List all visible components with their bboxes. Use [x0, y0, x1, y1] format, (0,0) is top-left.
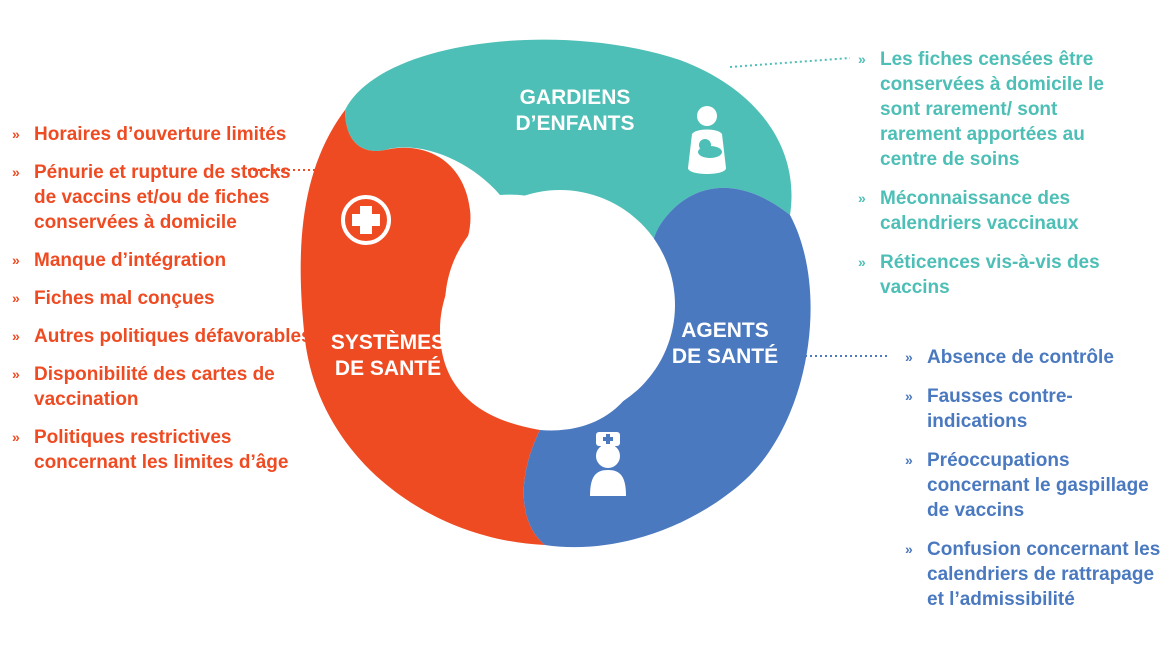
- center-hole: [445, 190, 675, 420]
- list-item: »Fiches mal conçues: [12, 288, 215, 309]
- list-item: »Absence de contrôle: [905, 347, 1114, 368]
- list-item: »Réticences vis-à-vis des vaccins: [858, 252, 1100, 298]
- list-systemes-de-sante: »Horaires d’ouverture limités »Pénurie e…: [12, 122, 312, 488]
- nurse-icon: [590, 432, 626, 496]
- connector-teal: [729, 57, 851, 68]
- label-agents: AGENTS DE SANTÉ: [671, 319, 779, 368]
- list-item: »Horaires d’ouverture limités: [12, 124, 287, 145]
- list-item: »Pénurie et rupture de stocks de vaccins…: [12, 162, 291, 233]
- segment-agents: [523, 187, 811, 548]
- list-item: »Confusion concernant les calendriers de…: [905, 539, 1161, 610]
- label-systemes: SYSTÈMES DE SANTÉ: [330, 331, 446, 380]
- label-gardiens: GARDIENS D’ENFANTS: [515, 86, 635, 135]
- list-item: »Politiques restrictives concernant les …: [12, 427, 289, 473]
- list-item: »Autres politiques défavorables: [12, 326, 312, 347]
- parent-with-child-icon: [688, 106, 726, 174]
- list-item: »Disponibilité des cartes de vaccination: [12, 364, 275, 410]
- list-item: »Préoccupations concernant le gaspillage…: [905, 450, 1149, 521]
- medical-cross-icon: [341, 195, 391, 245]
- list-item: »Méconnaissance des calendriers vaccinau…: [858, 188, 1079, 234]
- list-item: »Manque d’intégration: [12, 250, 227, 271]
- list-agents-de-sante: »Absence de contrôle »Fausses contre-ind…: [905, 345, 1167, 626]
- list-item: »Fausses contre-indications: [905, 386, 1073, 432]
- list-gardiens-d-enfants: »Les fiches censées être conservées à do…: [858, 47, 1133, 314]
- list-item: »Les fiches censées être conservées à do…: [858, 49, 1104, 170]
- segment-gardiens: [345, 39, 792, 290]
